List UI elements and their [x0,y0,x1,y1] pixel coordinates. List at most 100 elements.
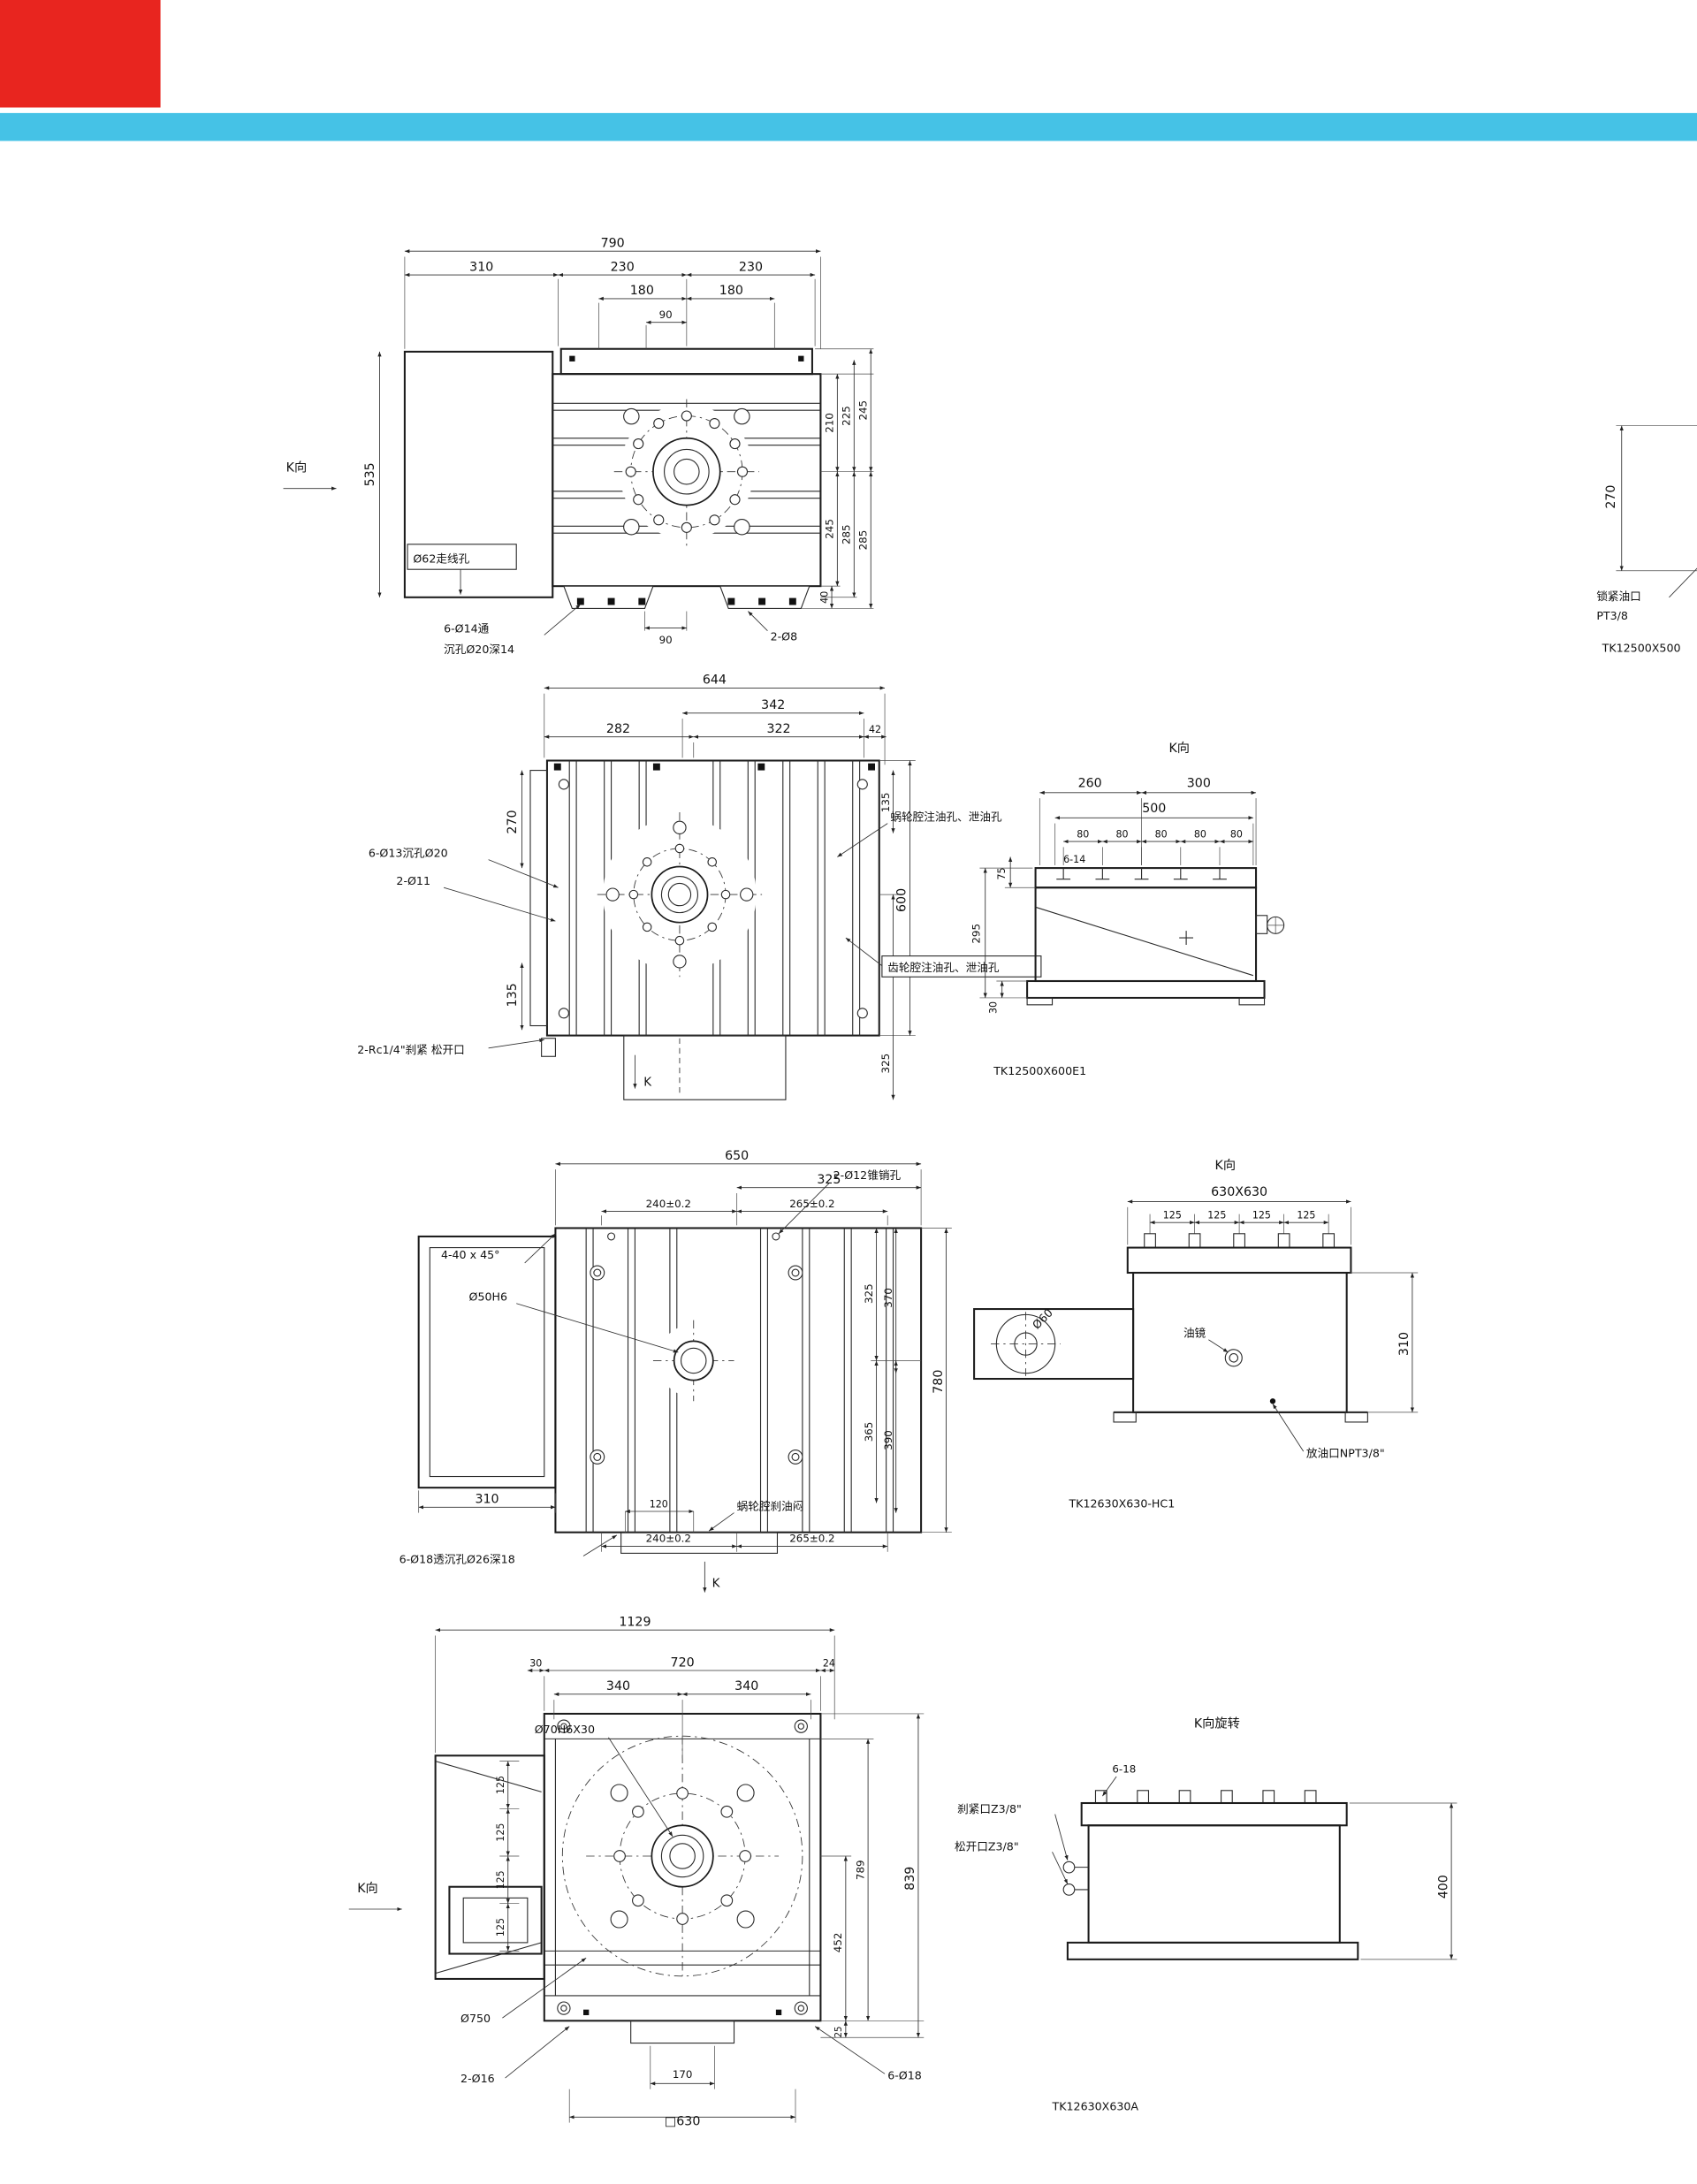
note: 6-14 [1063,854,1085,865]
note: 6-Ø18透沉孔Ø26深18 [400,1552,515,1565]
dim-label: 270 [506,810,520,833]
model-code: TK12630X630-HC1 [1068,1496,1175,1510]
note: 6-Ø13沉孔Ø20 [369,846,448,859]
dim-label: 90 [659,308,673,321]
dim-label: 180 [719,284,743,298]
dim-label: 42 [869,724,881,735]
dim-label: 125 [495,1823,506,1842]
dim-label: 295 [970,924,982,944]
dim-label: 260 [1078,777,1102,791]
note: 放油口NPT3/8" [1306,1446,1385,1459]
dim-label: 790 [601,236,625,250]
dim-label: 780 [932,1370,946,1394]
dim-label: 535 [363,462,377,486]
dim-label: 1129 [619,1615,651,1629]
dim-label: 644 [703,673,727,688]
note: 锁紧油口 [1596,590,1641,603]
note: PT3/8 [1596,609,1628,622]
header-cyan-band [0,112,1697,141]
dim-label: 325 [817,1173,841,1187]
note: 2-Ø16 [460,2072,495,2085]
dim-label: 80 [1077,828,1089,840]
view-side-tk12630x630hc1 [973,1199,1419,1452]
dim-label: 125 [495,1776,506,1794]
note: 4-40 x 45° [441,1248,500,1261]
dim-label: 170 [673,2068,693,2081]
dim-label: 400 [1436,1875,1450,1899]
dim-label: 30 [529,1657,542,1669]
dim-label: 600 [895,888,909,912]
dim-label: 135 [506,983,520,1007]
dim-label: K [712,1577,721,1590]
dim-label: 310 [1397,1332,1412,1356]
dim-label: 839 [903,1867,917,1891]
model-code: TK12500X600E1 [993,1064,1086,1077]
dim-label: K [643,1076,652,1089]
view-side-tk12630x630a [1052,1776,1457,1960]
dim-label: 340 [734,1679,758,1693]
note: 沉孔Ø20深14 [444,643,514,656]
dim-label: 125 [1297,1209,1315,1221]
dim-label: 120 [650,1498,668,1510]
note: 松开口Z3/8" [955,1840,1019,1853]
dim-label: 90 [659,634,673,646]
dim-label: 75 [996,867,1008,879]
view-front-tk12630x630hc1 [417,1161,952,1593]
dim-label: 80 [1194,828,1206,840]
dim-label: 245 [824,519,836,539]
dim-label: 390 [882,1430,894,1450]
dim-label: 125 [1252,1209,1271,1221]
view-label: K向 [1215,1158,1237,1173]
dim-label: 282 [606,722,630,736]
note: 2-Ø8 [771,630,798,643]
note: 2-Ø11 [396,874,430,887]
view-arrow-label: K向 [357,1881,378,1896]
note: 齿轮腔注油孔、泄油孔 [887,961,1000,974]
view-side-tk12500x500 [1616,425,1697,598]
dim-label: 265±0.2 [789,1533,834,1545]
view-label: K向旋转 [1194,1716,1240,1731]
dim-label: 225 [841,406,853,426]
note: 蜗轮腔注油孔、泄油孔 [890,810,1002,823]
model-code: TK12500X500 [1602,641,1681,654]
dim-label: 240±0.2 [646,1533,691,1545]
note: 油镜 [1183,1327,1206,1340]
view-label: K向 [1168,741,1190,756]
view-arrow-label: K向 [286,460,308,476]
dim-label: □630 [665,2115,701,2129]
view-front-tk12500x600e1 [443,686,1042,1100]
note: 蜗轮腔刹油闷 [737,1499,804,1512]
dim-label: 322 [766,722,790,736]
dim-label: 340 [606,1679,630,1693]
dim-label: 285 [841,524,853,544]
dim-label: 80 [1115,828,1128,840]
dim-label: 80 [1155,828,1168,840]
dim-label: 210 [824,413,836,433]
dim-label: 789 [854,1861,866,1881]
dim-label: 270 [1604,485,1618,509]
note: Ø750 [460,2012,491,2025]
dim-label: 80 [1230,828,1243,840]
dim-label: 285 [857,530,870,551]
dim-label: 630X630 [1211,1185,1267,1199]
dim-label: 365 [863,1422,875,1442]
dim-label: 125 [495,1918,506,1937]
dim-label: 342 [761,698,785,712]
dim-label: 125 [1163,1209,1182,1221]
note: Ø50H6 [469,1290,508,1304]
dim-label: 180 [630,284,654,298]
dim-label: 720 [671,1655,695,1670]
dim-label: 370 [882,1288,894,1308]
dim-label: 125 [495,1870,506,1889]
dim-label: 310 [469,260,493,274]
dim-label: 325 [863,1283,875,1304]
dim-label: 265±0.2 [789,1198,834,1210]
dim-label: 230 [739,260,763,274]
dim-label: 325 [879,1054,892,1074]
dim-label: 30 [987,1001,999,1014]
note: Ø70H6X30 [535,1723,595,1736]
dim-label: 125 [1207,1209,1226,1221]
